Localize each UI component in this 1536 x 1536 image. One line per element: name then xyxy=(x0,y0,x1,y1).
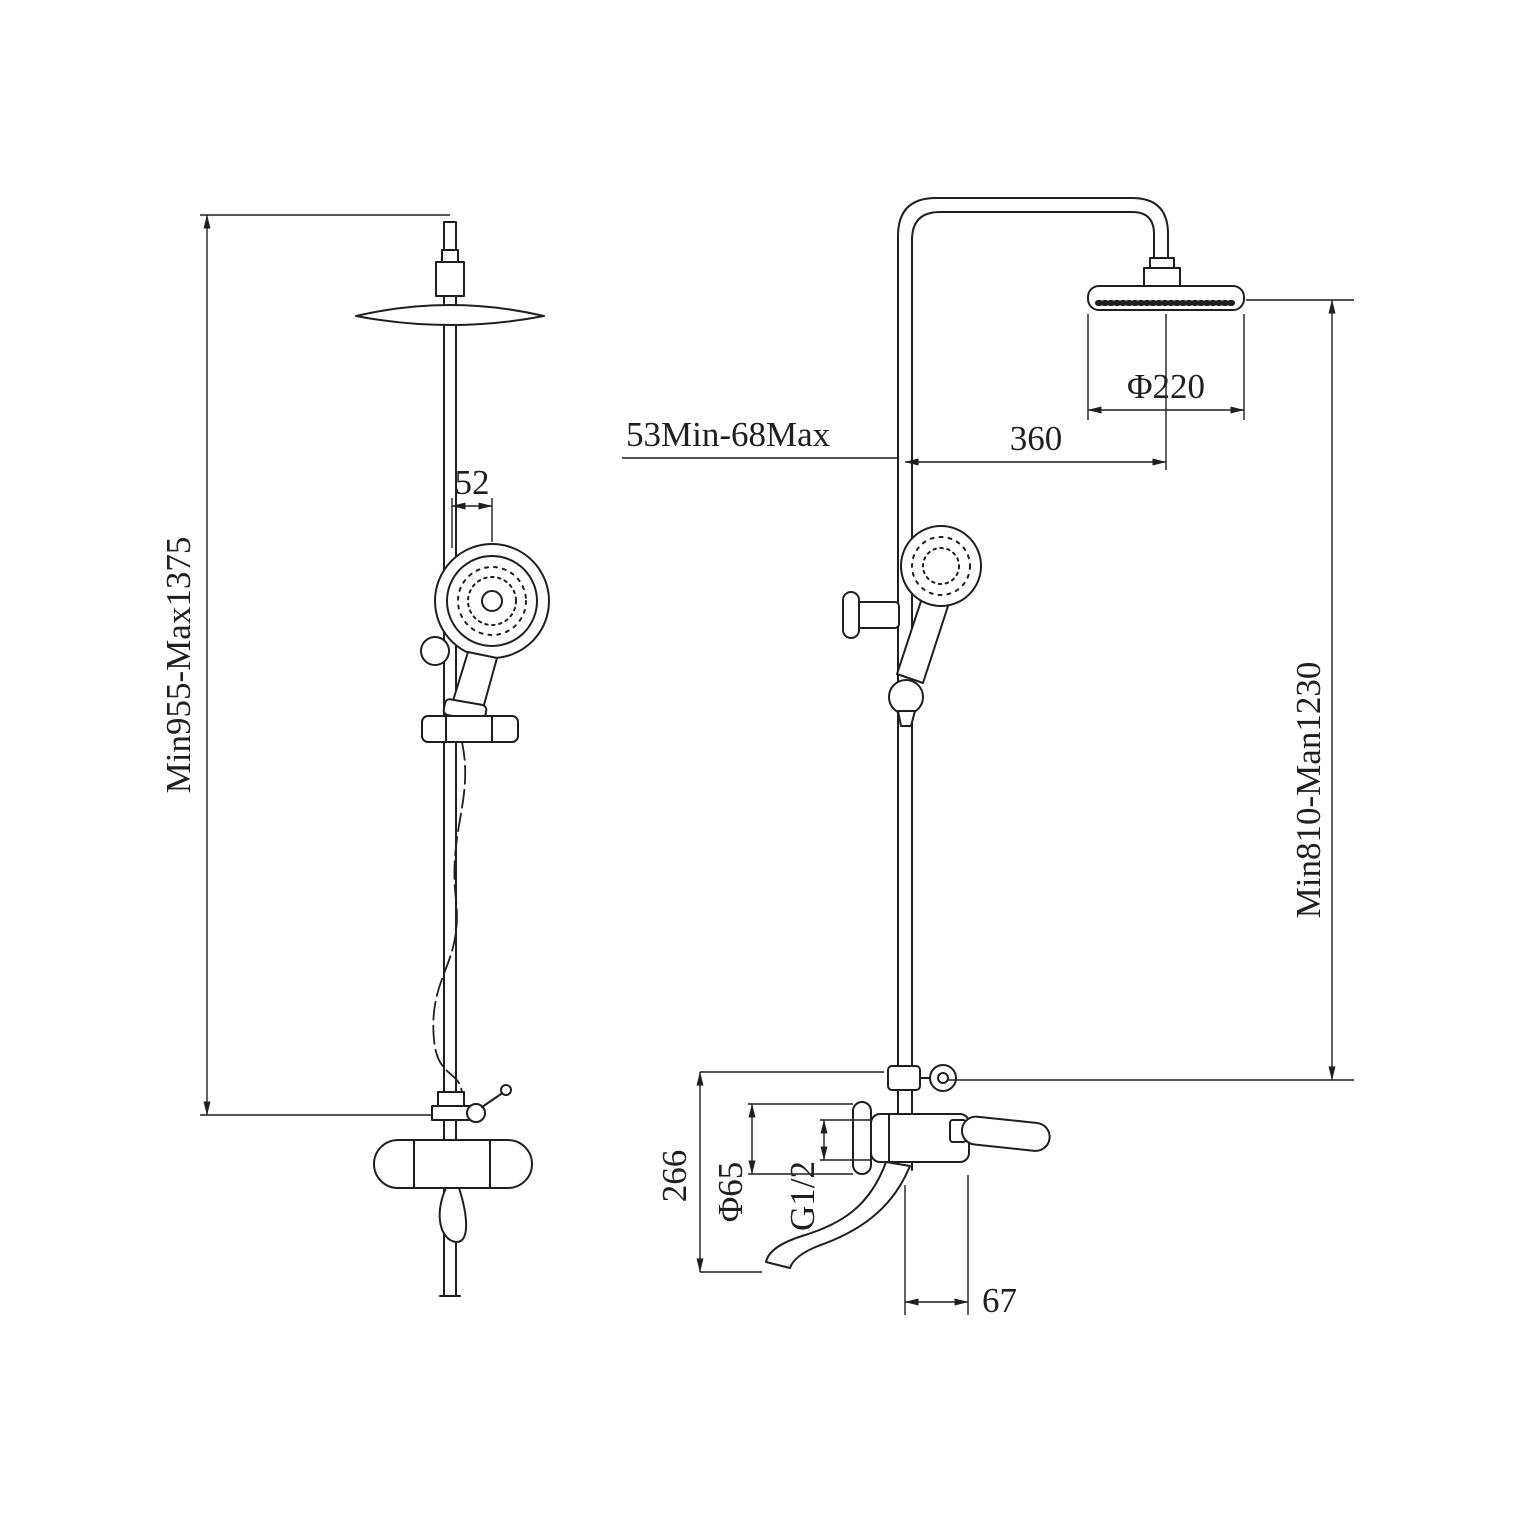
dim-thread xyxy=(820,1119,871,1161)
side-view xyxy=(355,221,550,1297)
side-riser-pipe xyxy=(439,221,461,1297)
front-valve-body xyxy=(870,1113,970,1163)
side-holder-knob xyxy=(420,636,450,666)
label-column-height: Min810-Man1230 xyxy=(1289,662,1328,919)
dimension-labels: Min955-Max1375 52 53Min-68Max 360 Φ220 M… xyxy=(159,367,1328,1320)
label-spout-offset: 67 xyxy=(982,1281,1017,1320)
label-valve-height: 266 xyxy=(655,1150,694,1203)
label-bracket-range: 53Min-68Max xyxy=(626,415,831,454)
side-hand-shower-icon xyxy=(434,543,550,722)
dim-hand-shower-offset xyxy=(451,498,493,548)
side-slide-bracket xyxy=(421,715,519,743)
dim-column-height xyxy=(948,299,1354,1081)
label-arm-reach: 360 xyxy=(1010,419,1063,458)
label-thread: G1/2 xyxy=(783,1161,822,1231)
side-shower-hose xyxy=(432,741,467,1101)
side-head-connector xyxy=(435,249,465,297)
side-mixer-body xyxy=(373,1139,533,1244)
dim-valve-height xyxy=(696,1071,884,1273)
label-escutcheon-diameter: Φ65 xyxy=(711,1162,750,1223)
dim-escutcheon-diameter xyxy=(748,1103,853,1175)
label-overall-height: Min955-Max1375 xyxy=(159,537,198,794)
dim-arm-reach xyxy=(904,314,1167,470)
dimension-lines xyxy=(200,214,1354,1315)
front-lever-handle xyxy=(949,1115,1051,1152)
front-diverter xyxy=(887,1064,957,1092)
label-hand-shower-offset: 52 xyxy=(455,463,490,502)
dim-overall-height xyxy=(200,214,450,1116)
front-riser-pipe xyxy=(897,197,1169,1171)
front-wall-bracket xyxy=(842,591,900,639)
front-overhead-shower-icon xyxy=(1087,285,1245,311)
front-tub-spout xyxy=(765,1161,911,1269)
front-view xyxy=(765,197,1245,1269)
front-escutcheon xyxy=(852,1101,872,1175)
side-overhead-shower-icon xyxy=(355,304,545,326)
dim-spout-offset xyxy=(904,1175,969,1315)
front-head-connector xyxy=(1143,257,1181,289)
label-head-diameter: Φ220 xyxy=(1127,367,1205,406)
side-lower-fittings xyxy=(431,1084,512,1123)
front-hand-shower-icon xyxy=(888,525,982,727)
